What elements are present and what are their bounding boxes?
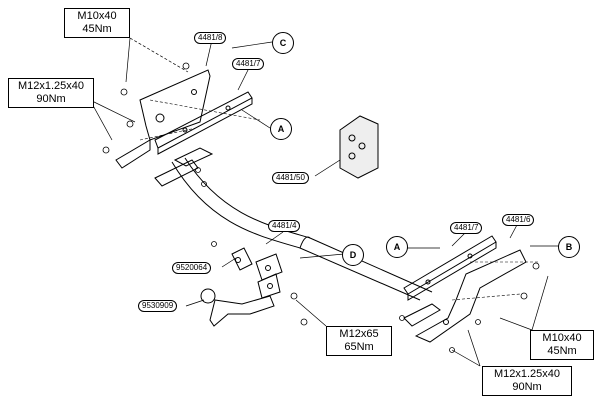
left-bracket-4481-8 — [115, 69, 211, 169]
callout-b: B — [558, 236, 580, 258]
right-bracket-4481-6 — [403, 249, 527, 343]
callout-a-top: A — [270, 118, 292, 140]
spec-torque: 90Nm — [512, 381, 542, 393]
spec-size: M12x1.25x40 — [493, 368, 561, 380]
spec-box-bottom: M12x1.25x40 90Nm — [482, 366, 572, 396]
part-label-4481-4: 4481/4 — [268, 220, 301, 232]
ball-neck-9530909 — [200, 288, 275, 327]
part-label-4481-6: 4481/6 — [502, 214, 535, 226]
fasteners — [102, 62, 540, 353]
crossbar-4481-4 — [171, 147, 433, 301]
left-strip-4481-7 — [154, 91, 253, 155]
spec-size: M12x65 — [339, 328, 379, 340]
callout-a-right: A — [386, 236, 408, 258]
spec-box-center: M12x65 65Nm — [326, 326, 392, 356]
callout-d: D — [342, 244, 364, 266]
part-label-4481-50: 4481/50 — [272, 172, 309, 184]
part-label-4481-7-left: 4481/7 — [232, 58, 265, 70]
spec-size: M12x1.25x40 — [17, 80, 85, 92]
spec-torque: 90Nm — [36, 93, 66, 105]
spec-box-mid-left: M12x1.25x40 90Nm — [8, 78, 94, 108]
spec-size: M10x40 — [77, 10, 117, 22]
spec-size: M10x40 — [542, 332, 582, 344]
part-label-4481-7-right: 4481/7 — [450, 222, 483, 234]
part-label-9520064: 9520064 — [172, 262, 212, 274]
center-mount-blocks — [255, 253, 283, 299]
spec-torque: 65Nm — [344, 341, 374, 353]
socket-plate-9520064 — [231, 247, 253, 271]
callout-c: C — [272, 32, 294, 54]
socket-module-4481-50 — [339, 115, 379, 179]
left-mount-plate — [154, 159, 199, 187]
leader-lines — [89, 37, 560, 367]
right-strip-4481-7 — [403, 235, 497, 301]
spec-box-bottom-right: M10x40 45Nm — [530, 330, 594, 360]
spec-box-top-left: M10x40 45Nm — [64, 8, 130, 38]
spec-torque: 45Nm — [547, 345, 577, 357]
part-label-9530909: 9530909 — [138, 300, 178, 312]
spec-torque: 45Nm — [82, 23, 112, 35]
part-label-4481-8: 4481/8 — [194, 32, 227, 44]
